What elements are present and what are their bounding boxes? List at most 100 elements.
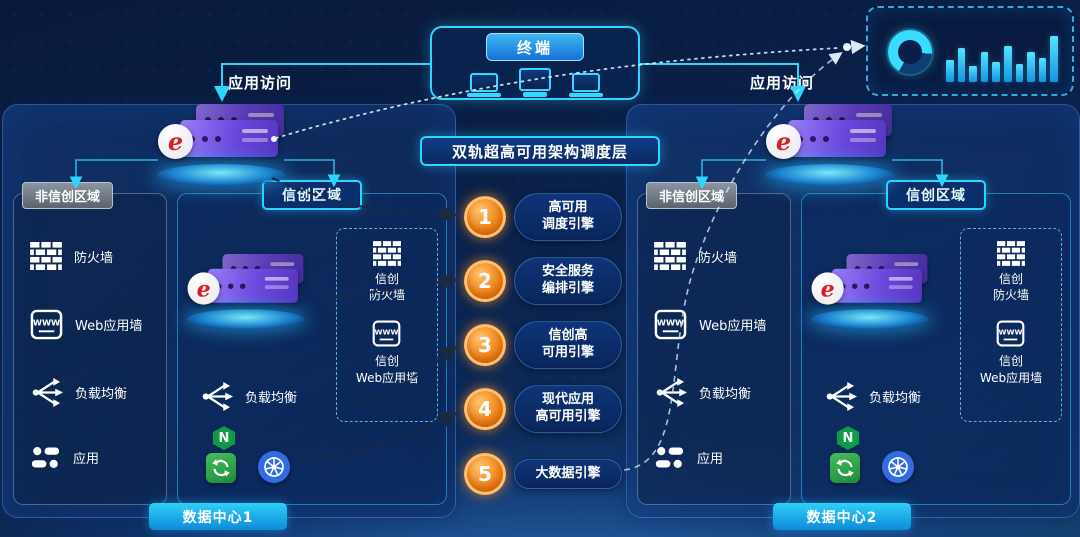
terminal-badge: 终端 bbox=[486, 33, 584, 61]
engine-label: 大数据引擎 bbox=[514, 458, 622, 490]
engine-number: 3 bbox=[464, 324, 506, 366]
dc1-waf-item: Web应用墙 bbox=[30, 308, 142, 341]
platform-glow bbox=[186, 309, 305, 330]
engine-row-3: 3 信创高 可用引擎 bbox=[464, 321, 622, 369]
donut-gauge-icon bbox=[888, 30, 932, 74]
server-icon bbox=[831, 268, 922, 303]
server-icon bbox=[180, 120, 278, 157]
platform-glow bbox=[810, 309, 929, 330]
dc2-xinchuang-badge: 信创区域 bbox=[886, 180, 986, 210]
xc-firewall-label: 信创 防火墙 bbox=[992, 272, 1029, 303]
dc2-application-item: 应用 bbox=[654, 442, 723, 473]
application-icon bbox=[654, 442, 685, 473]
dc1-non-xinchuang-badge: 非信创区域 bbox=[22, 182, 114, 209]
terminal-box: 终端 bbox=[430, 26, 640, 100]
application-icon bbox=[30, 442, 61, 473]
xc-firewall-label: 信创 防火墙 bbox=[368, 272, 405, 303]
application-label: 应用 bbox=[73, 452, 100, 467]
dc1-xc-firewall-item: 信创 防火墙 bbox=[369, 241, 405, 303]
www-icon bbox=[996, 319, 1025, 348]
load-balancer-label: 负载均衡 bbox=[699, 387, 752, 402]
browser-logo-icon: e bbox=[187, 272, 220, 305]
engine-label: 安全服务 编排引擎 bbox=[514, 257, 622, 305]
browser-logo-icon: e bbox=[811, 272, 844, 305]
sync-arrows-icon bbox=[210, 457, 232, 479]
dc2-loadbalancer-item: 负载均衡 bbox=[654, 376, 751, 409]
dc1-application-item: 应用 bbox=[30, 442, 99, 473]
engine-number: 1 bbox=[464, 196, 506, 238]
dc1-non-xinchuang-zone: 非信创区域 防火墙 Web应用墙 负载均衡 应用 bbox=[13, 182, 167, 505]
dc2-waf-item: Web应用墙 bbox=[654, 308, 766, 341]
nginx-icon: N bbox=[212, 426, 236, 450]
server-icon bbox=[207, 268, 298, 303]
dc2-xinchuang-zone: 信创区域 e 信创 防火墙 信创 Web应用墙 负载均衡 bbox=[801, 180, 1071, 505]
dc1-xc-waf-item: 信创 Web应用墙 bbox=[356, 319, 418, 385]
dc1-name-badge: 数据中心1 bbox=[149, 503, 287, 530]
kubernetes-icon bbox=[258, 451, 290, 483]
waf-label: Web应用墙 bbox=[75, 319, 143, 334]
dc1-edge-server-cluster: e bbox=[152, 104, 292, 186]
load-balancer-label: 负载均衡 bbox=[869, 391, 922, 406]
engine-label: 信创高 可用引擎 bbox=[514, 321, 622, 369]
terminal-devices bbox=[432, 68, 638, 97]
dc2-xc-server-cluster: e bbox=[806, 254, 935, 330]
dc2-xc-security-box: 信创 防火墙 信创 Web应用墙 bbox=[960, 228, 1062, 422]
load-balancer-label: 负载均衡 bbox=[245, 391, 298, 406]
monitor-icon bbox=[519, 68, 551, 97]
engine-row-2: 2 安全服务 编排引擎 bbox=[464, 257, 622, 305]
sync-arrows-icon bbox=[834, 457, 856, 479]
engine-row-5: 5 大数据引擎 bbox=[464, 453, 622, 495]
dc1-xinchuang-zone: 信创区域 e 信创 防火墙 信创 Web应用墙 负载均衡 bbox=[177, 180, 447, 505]
www-icon bbox=[372, 319, 401, 348]
dc2-edge-server-cluster: e bbox=[760, 104, 900, 186]
helm-wheel-icon bbox=[886, 455, 910, 479]
engine-number: 2 bbox=[464, 260, 506, 302]
platform-glow bbox=[765, 164, 893, 186]
dc2-xc-firewall-item: 信创 防火墙 bbox=[993, 241, 1029, 303]
dc2-non-xinchuang-badge: 非信创区域 bbox=[646, 182, 738, 209]
container-sync-icon bbox=[206, 453, 236, 483]
engine-number: 5 bbox=[464, 453, 506, 495]
dc1-xc-loadbalancer-item: 负载均衡 bbox=[200, 380, 297, 413]
engine-row-1: 1 高可用 调度引擎 bbox=[464, 193, 622, 241]
load-balancer-icon bbox=[30, 376, 63, 409]
monitor-dashboard-panel bbox=[866, 6, 1074, 96]
dc2-xc-loadbalancer-item: 负载均衡 bbox=[824, 380, 921, 413]
helm-wheel-icon bbox=[262, 455, 286, 479]
load-balancer-icon bbox=[654, 376, 687, 409]
engine-label: 高可用 调度引擎 bbox=[514, 193, 622, 241]
browser-logo-icon: e bbox=[158, 124, 193, 159]
firewall-label: 防火墙 bbox=[74, 250, 114, 266]
kubernetes-icon bbox=[882, 451, 914, 483]
scheduler-layer-banner: 双轨超高可用架构调度层 bbox=[420, 136, 660, 166]
load-balancer-icon bbox=[200, 380, 233, 413]
firewall-label: 防火墙 bbox=[698, 250, 738, 266]
dc1-xc-server-cluster: e bbox=[182, 254, 311, 330]
firewall-icon bbox=[654, 242, 686, 270]
firewall-icon bbox=[373, 241, 401, 266]
www-icon bbox=[654, 308, 687, 341]
nginx-icon: N bbox=[836, 426, 860, 450]
dc1-xc-security-box: 信创 防火墙 信创 Web应用墙 bbox=[336, 228, 438, 422]
dc1-firewall-item: 防火墙 bbox=[30, 242, 113, 270]
www-icon bbox=[30, 308, 63, 341]
dc2-non-xinchuang-zone: 非信创区域 防火墙 Web应用墙 负载均衡 应用 bbox=[637, 182, 791, 505]
laptop-icon bbox=[569, 73, 603, 97]
app-access-label-left: 应用访问 bbox=[228, 74, 293, 92]
engine-label: 现代应用 高可用引擎 bbox=[514, 385, 622, 433]
load-balancer-label: 负载均衡 bbox=[75, 387, 128, 402]
xc-waf-label: 信创 Web应用墙 bbox=[355, 354, 419, 385]
container-sync-icon bbox=[830, 453, 860, 483]
dc2-xc-waf-item: 信创 Web应用墙 bbox=[980, 319, 1042, 385]
app-access-label-right: 应用访问 bbox=[750, 74, 815, 92]
laptop-icon bbox=[467, 73, 501, 97]
engine-row-4: 4 现代应用 高可用引擎 bbox=[464, 385, 622, 433]
waf-label: Web应用墙 bbox=[699, 319, 767, 334]
application-label: 应用 bbox=[697, 452, 724, 467]
dc2-firewall-item: 防火墙 bbox=[654, 242, 737, 270]
dc2-name-badge: 数据中心2 bbox=[773, 503, 911, 530]
bar-sparkline bbox=[946, 24, 1058, 82]
load-balancer-icon bbox=[824, 380, 857, 413]
xc-waf-label: 信创 Web应用墙 bbox=[979, 354, 1043, 385]
